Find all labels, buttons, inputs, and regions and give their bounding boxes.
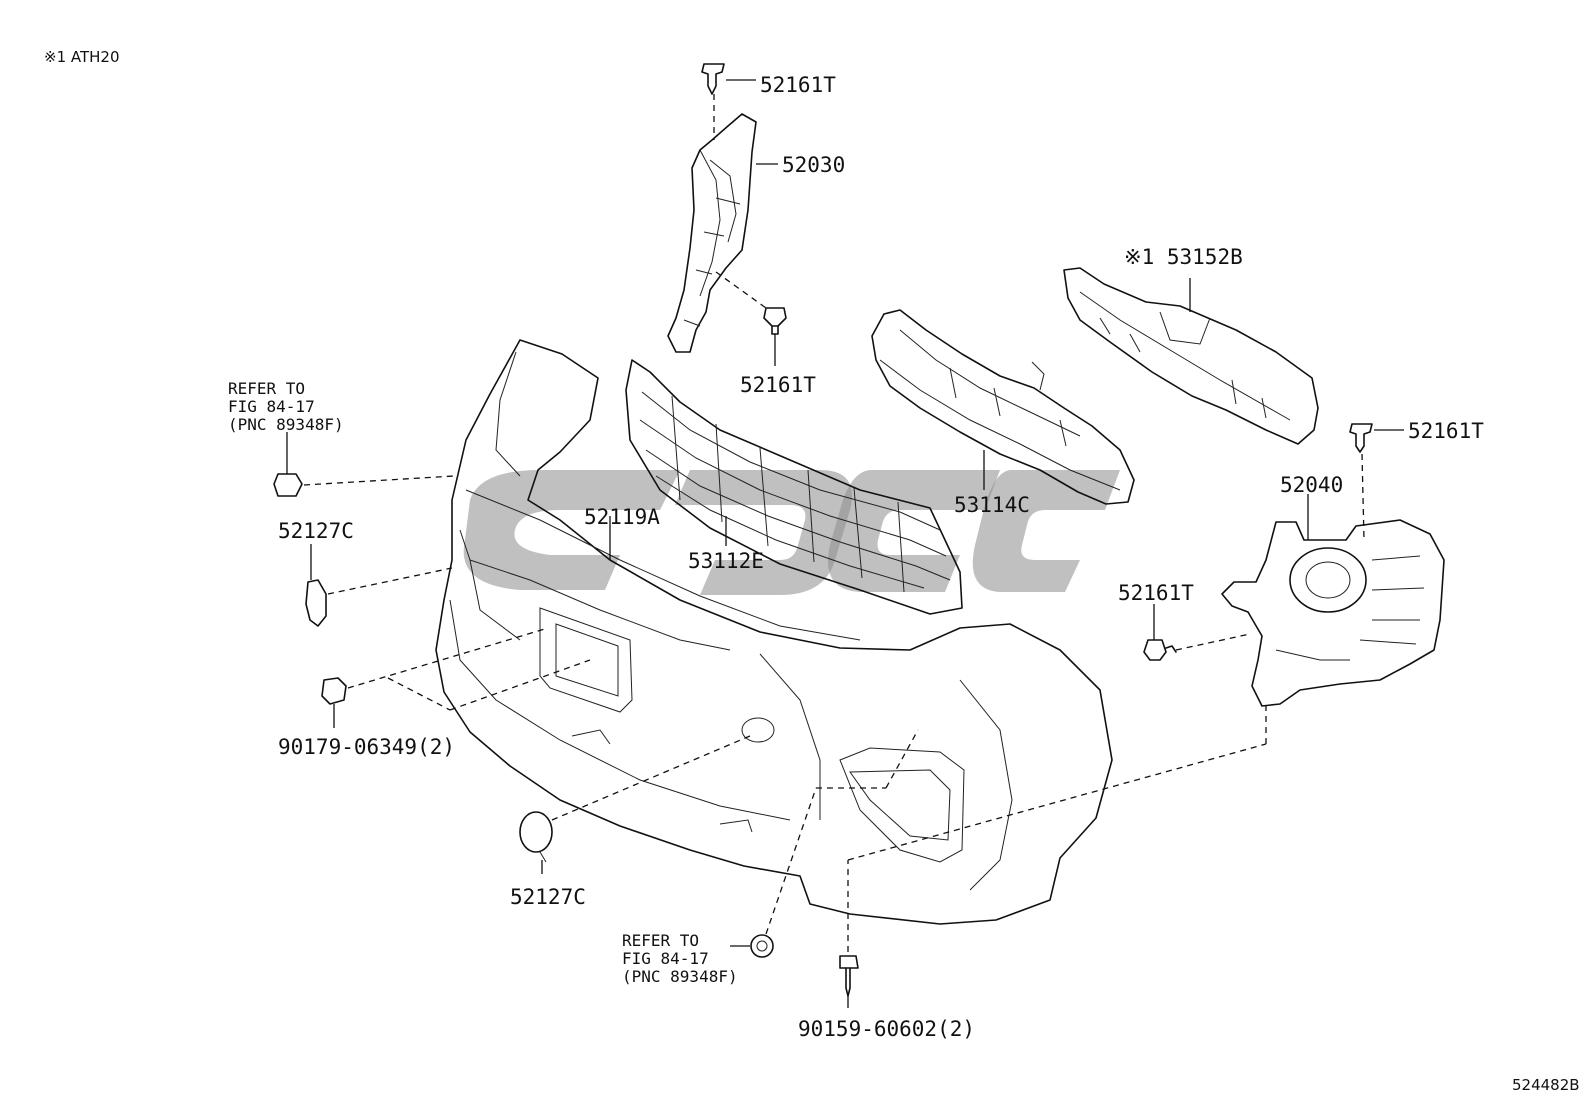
label-52161T-right: 52161T — [1408, 419, 1484, 443]
refer-left-line3: (PNC 89348F) — [228, 415, 344, 434]
clip-52161T-top — [701, 63, 756, 140]
refer-left-line1: REFER TO — [228, 379, 305, 398]
label-53152B: ※1 53152B — [1124, 245, 1243, 269]
grommet-bottom — [730, 729, 919, 958]
clip-52161T-lower — [1143, 604, 1251, 661]
refer-bottom-line2: FIG 84-17 — [622, 949, 709, 968]
bracket-52040 — [1221, 494, 1445, 707]
figure-code: 524482B — [1512, 1076, 1580, 1094]
label-53112E: 53112E — [688, 549, 764, 573]
bracket-52030 — [667, 113, 757, 353]
header-note: ※1 ATH20 — [44, 48, 120, 66]
label-90179: 90179-06349(2) — [278, 735, 455, 759]
clip-52161T-right — [1349, 423, 1404, 541]
nut-90179 — [321, 627, 591, 728]
watermark — [463, 470, 1120, 595]
label-52127C-left: 52127C — [278, 519, 354, 543]
cap-52127C-bottom — [519, 735, 751, 874]
refer-bottom-line3: (PNC 89348F) — [622, 967, 738, 986]
label-52040: 52040 — [1280, 473, 1343, 497]
label-52161T-lower: 52161T — [1118, 581, 1194, 605]
label-53114C: 53114C — [954, 493, 1030, 517]
label-52119A: 52119A — [584, 505, 660, 529]
reinforcement-53114C — [871, 309, 1135, 505]
bumper-cover-52119A — [435, 339, 1113, 925]
refer-left-line2: FIG 84-17 — [228, 397, 315, 416]
absorber-53152B — [1063, 267, 1319, 445]
label-52030: 52030 — [782, 153, 845, 177]
label-52127C-bottom: 52127C — [510, 885, 586, 909]
grommet-left — [273, 432, 455, 497]
grille-53112E — [625, 359, 963, 615]
screw-90159 — [839, 704, 1267, 1008]
refer-bottom-line1: REFER TO — [622, 931, 699, 950]
clip-52161T-mid — [715, 163, 787, 366]
label-90159: 90159-60602(2) — [798, 1017, 975, 1041]
label-52161T-mid: 52161T — [740, 373, 816, 397]
label-52161T-top: 52161T — [760, 73, 836, 97]
cap-52127C-left — [305, 544, 453, 627]
